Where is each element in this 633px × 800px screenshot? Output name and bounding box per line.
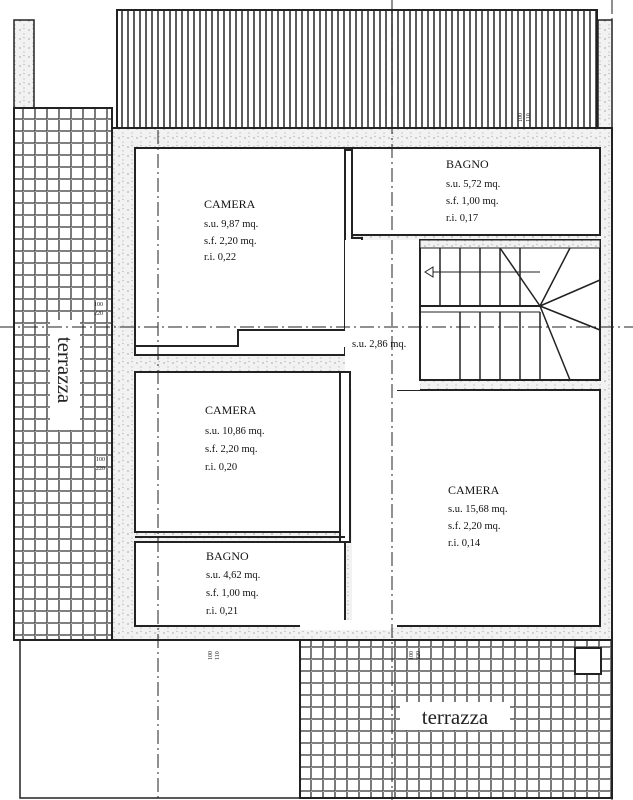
svg-text:100: 100 [96,457,105,463]
room-camera-1: CAMERA s.u. 9,87 mq. s.f. 2,20 mq. r.i. … [204,197,258,263]
room-su: s.u. 2,86 mq. [352,339,406,350]
staircase [419,239,601,381]
pillar [574,647,602,675]
room-su: s.u. 15,68 mq. [448,504,508,515]
top-balcony [116,9,598,129]
walls [111,127,613,641]
room-name: BAGNO [206,549,249,563]
bottom-terrace: terrazza [299,639,613,799]
room-sf: s.f. 2,20 mq. [204,236,257,247]
left-terrace: terrazza [13,107,113,641]
terrace-label: terrazza [422,705,489,729]
room-ri: r.i. 0,22 [204,252,236,263]
room-sf: s.f. 1,00 mq. [206,588,259,599]
room-name: BAGNO [446,157,489,171]
opening-dimension: 100 220 [94,302,103,317]
room-ri: r.i. 0,20 [205,462,237,473]
room-camera-2: CAMERA s.u. 10,86 mq. s.f. 2,20 mq. r.i.… [205,403,265,473]
svg-text:220: 220 [94,311,103,317]
svg-text:100: 100 [518,113,524,122]
room-su: s.u. 4,62 mq. [206,570,260,581]
opening-dimension: 100 110 [208,651,221,660]
room-ri: r.i. 0,21 [206,606,238,617]
room-bagno-2: BAGNO s.u. 4,62 mq. s.f. 1,00 mq. r.i. 0… [206,549,260,617]
room-su: s.u. 10,86 mq. [205,426,265,437]
pillar [597,19,613,131]
svg-text:220: 220 [416,651,422,660]
opening-dimension: 100 110 [518,113,532,122]
room-sf: s.f. 1,00 mq. [446,196,499,207]
svg-text:110: 110 [215,651,221,660]
room-camera-3: CAMERA s.u. 15,68 mq. s.f. 2,20 mq. r.i.… [448,483,508,549]
room-ri: r.i. 0,17 [446,213,478,224]
svg-text:220: 220 [96,466,105,472]
room-name: CAMERA [205,403,257,417]
pillar [13,19,35,109]
room-bagno-1: BAGNO s.u. 5,72 mq. s.f. 1,00 mq. r.i. 0… [446,157,500,224]
outline [19,640,300,799]
room-su: s.u. 5,72 mq. [446,179,500,190]
opening-dimension: 100 220 [96,457,105,472]
room-sf: s.f. 2,20 mq. [448,521,501,532]
room-name: CAMERA [204,197,256,211]
opening-dimension: 100 220 [409,651,422,660]
svg-text:100: 100 [94,302,103,308]
svg-text:100: 100 [409,651,415,660]
room-su: s.u. 9,87 mq. [204,219,258,230]
room-name: CAMERA [448,483,500,497]
terrace-label: terrazza [53,337,77,404]
room-disimpegno: s.u. 2,86 mq. [352,339,406,350]
room-ri: r.i. 0,14 [448,538,481,549]
svg-text:110: 110 [526,113,532,122]
svg-text:100: 100 [208,651,214,660]
room-sf: s.f. 2,20 mq. [205,444,258,455]
